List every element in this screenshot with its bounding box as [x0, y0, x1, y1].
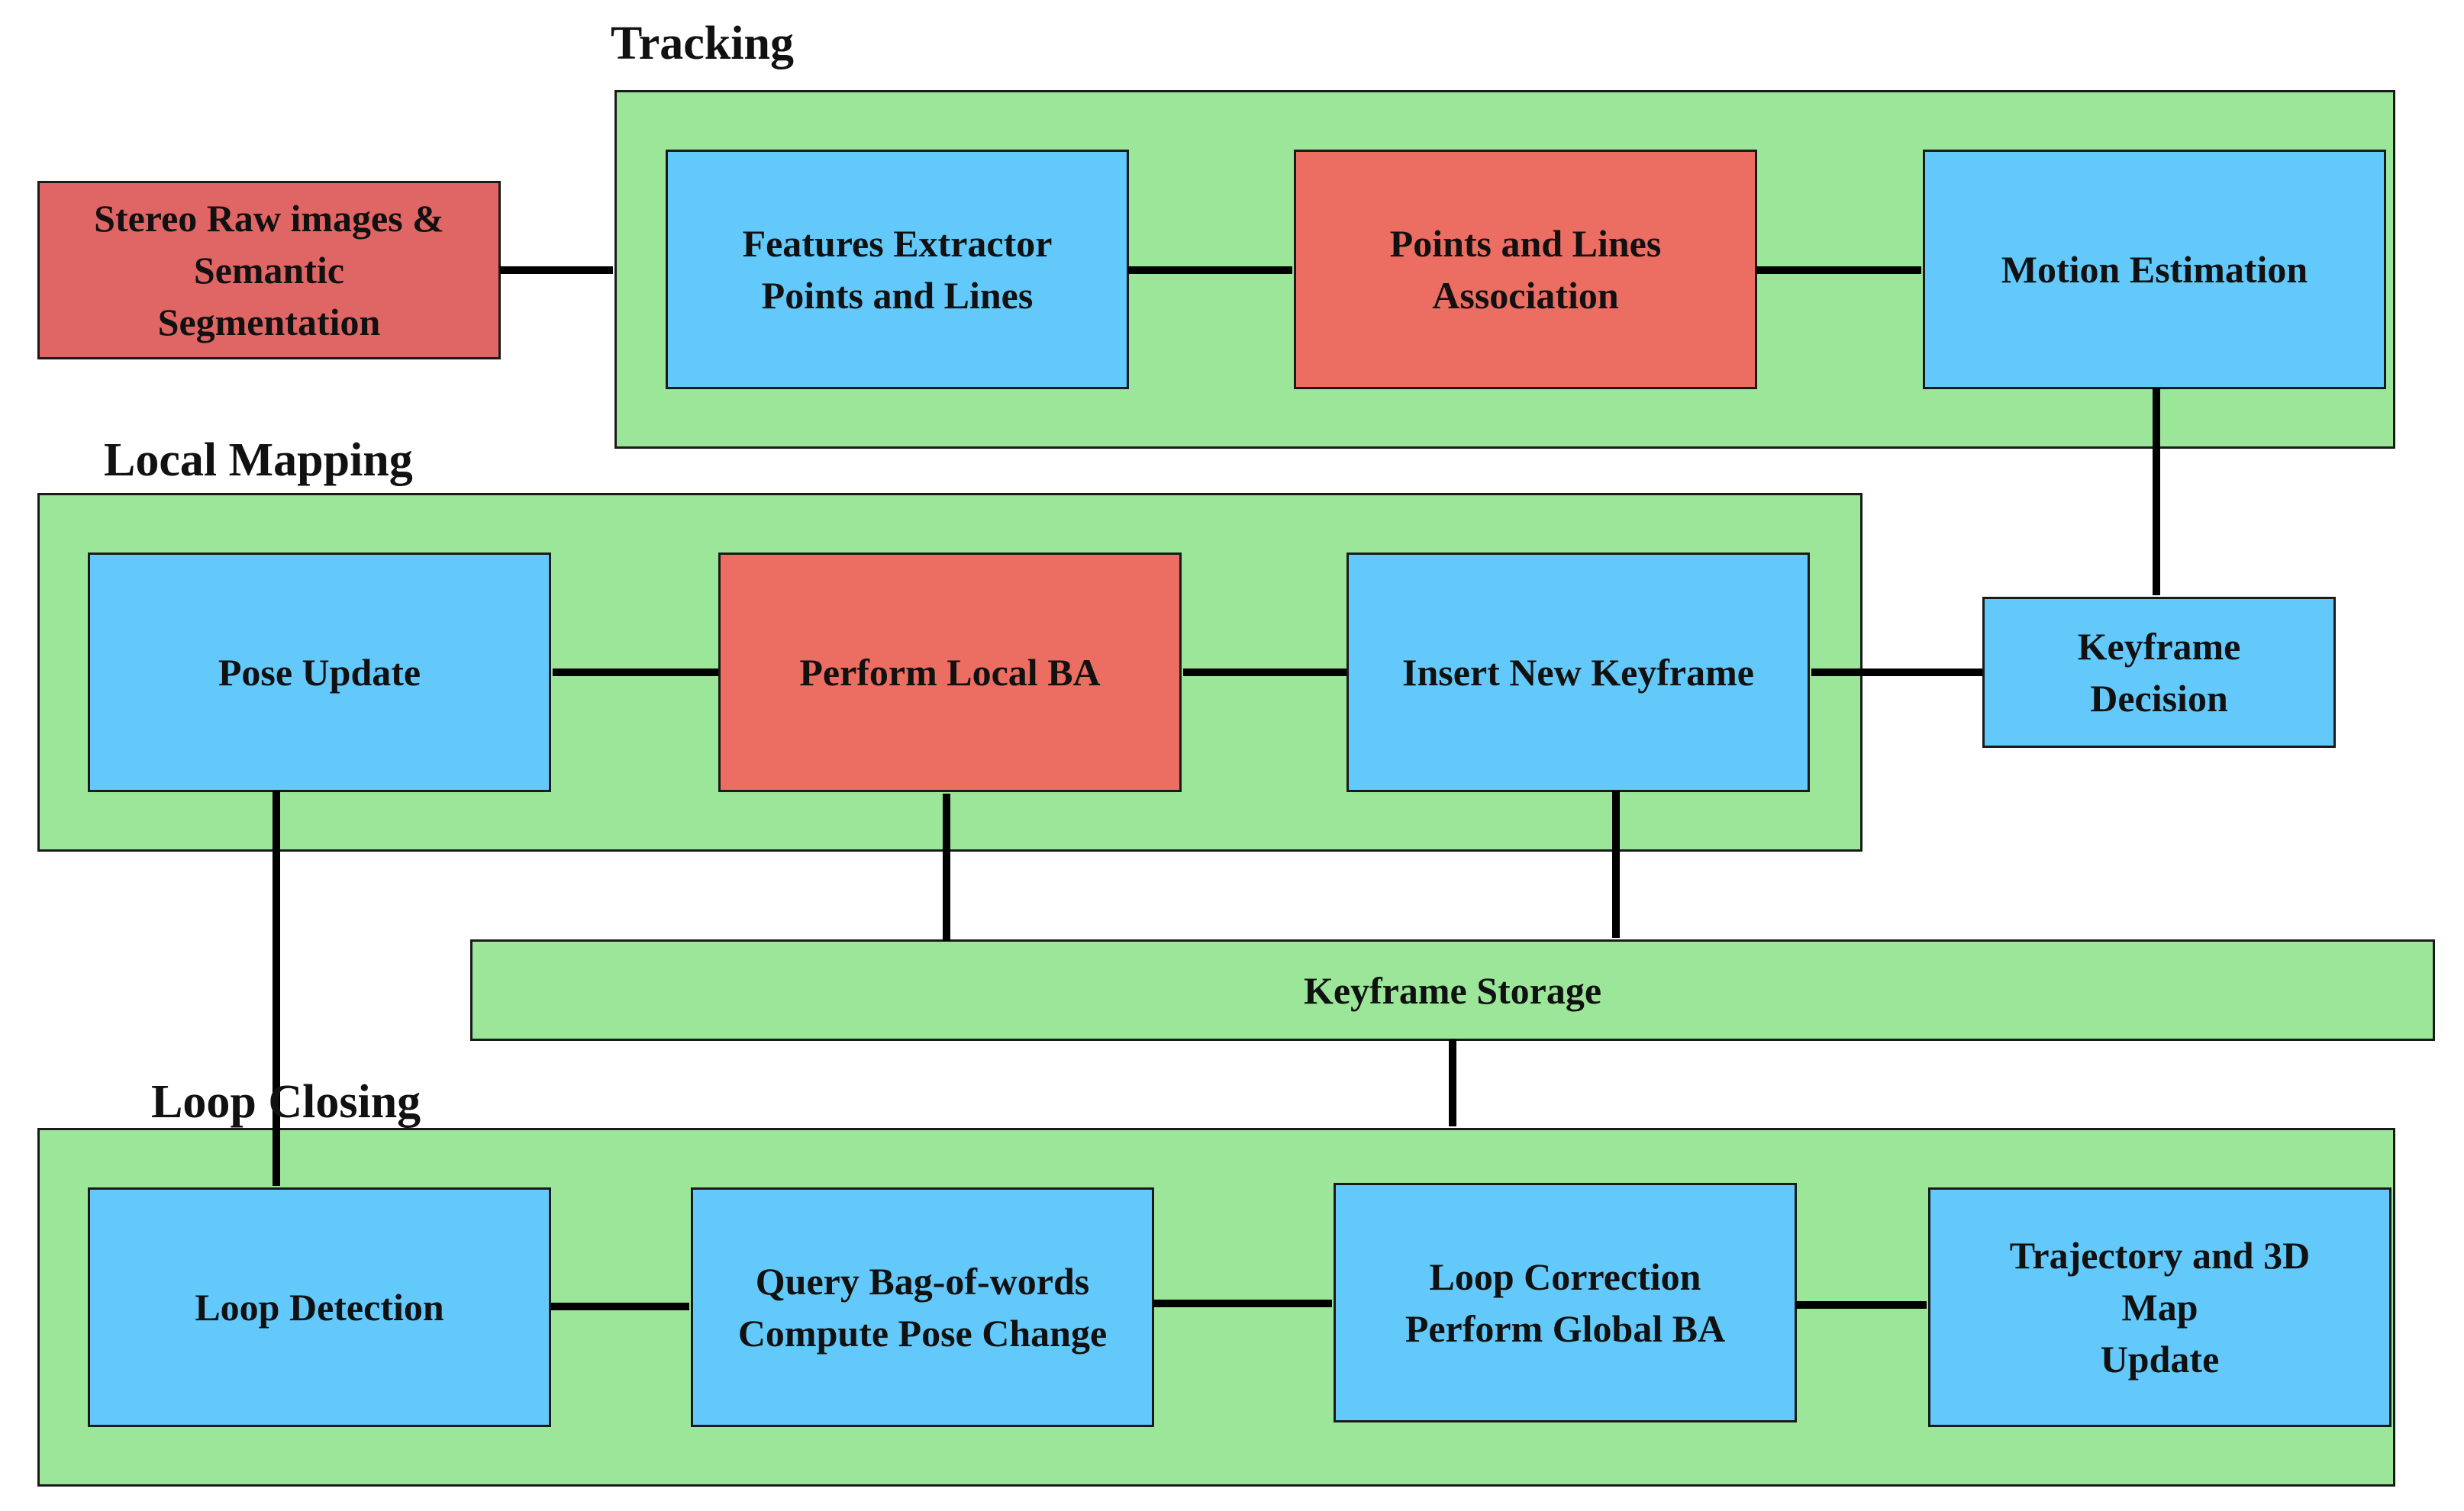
motion-estimation-box: Motion Estimation: [1923, 150, 2386, 389]
insert-new-keyframe-box: Insert New Keyframe: [1346, 553, 1810, 792]
loop-correction-box: Loop Correction Perform Global BA: [1334, 1183, 1797, 1422]
loop-detection-box: Loop Detection: [88, 1187, 551, 1427]
keyframe-decision-box: Keyframe Decision: [1982, 597, 2336, 748]
loop-closing-label: Loop Closing: [151, 1076, 421, 1128]
pose-update-box: Pose Update: [88, 553, 551, 792]
features-extractor-box: Features Extractor Points and Lines: [666, 150, 1129, 389]
points-lines-association-box: Points and Lines Association: [1294, 150, 1757, 389]
local-mapping-label: Local Mapping: [104, 434, 413, 486]
trajectory-update-box: Trajectory and 3D Map Update: [1928, 1187, 2391, 1427]
tracking-label: Tracking: [611, 18, 794, 69]
perform-local-ba-box: Perform Local BA: [718, 553, 1182, 792]
stereo-input-box: Stereo Raw images & Semantic Segmentatio…: [37, 181, 501, 359]
query-bow-box: Query Bag-of-words Compute Pose Change: [691, 1187, 1154, 1427]
